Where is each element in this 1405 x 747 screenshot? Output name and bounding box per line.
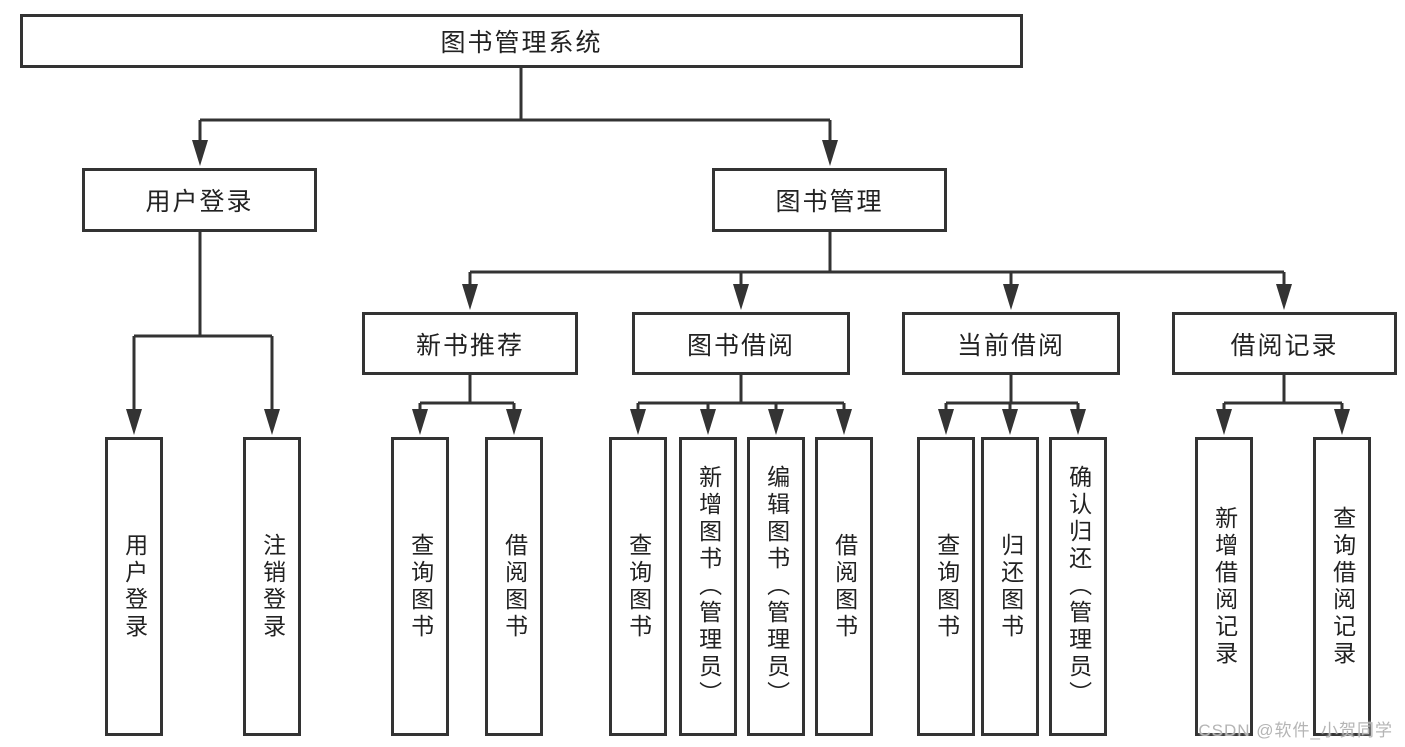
node-root-system: 图书管理系统 (20, 14, 1023, 68)
leaf-logout: 注销登录 (243, 437, 301, 736)
node-new-book-recommend: 新书推荐 (362, 312, 578, 375)
csdn-watermark: CSDN @软件_小贺同学 (1198, 721, 1393, 740)
node-borrow-records: 借阅记录 (1172, 312, 1397, 375)
node-book-borrow-label: 图书借阅 (686, 331, 795, 360)
leaf-user-login: 用户登录 (105, 437, 163, 736)
leaf-newbook-borrow-books: 借阅图书 (485, 437, 543, 736)
node-book-borrow: 图书借阅 (632, 312, 850, 375)
leaf-current-return-books: 归还图书 (981, 437, 1039, 736)
leaf-borrow-borrow-books: 借阅图书 (815, 437, 873, 736)
node-borrow-records-label: 借阅记录 (1230, 331, 1339, 360)
node-current-borrow-label: 当前借阅 (956, 331, 1065, 360)
node-new-book-recommend-label: 新书推荐 (415, 331, 524, 360)
node-user-login-label: 用户登录 (145, 188, 254, 216)
node-book-management: 图书管理 (712, 168, 947, 232)
leaf-borrow-edit-books-admin: 编辑图书（管理员） (747, 437, 805, 736)
leaf-records-query-record: 查询借阅记录 (1313, 437, 1371, 736)
leaf-borrow-query-books: 查询图书 (609, 437, 667, 736)
node-user-login: 用户登录 (82, 168, 317, 232)
leaf-current-query-books: 查询图书 (917, 437, 975, 736)
leaf-borrow-add-books-admin: 新增图书（管理员） (679, 437, 737, 736)
node-book-management-label: 图书管理 (775, 188, 884, 216)
leaf-current-confirm-return-admin: 确认归还（管理员） (1049, 437, 1107, 736)
leaf-newbook-query-books: 查询图书 (391, 437, 449, 736)
leaf-records-add-record: 新增借阅记录 (1195, 437, 1253, 736)
node-root-label: 图书管理系统 (440, 29, 603, 57)
arrowheads (126, 140, 1350, 435)
node-current-borrow: 当前借阅 (902, 312, 1120, 375)
